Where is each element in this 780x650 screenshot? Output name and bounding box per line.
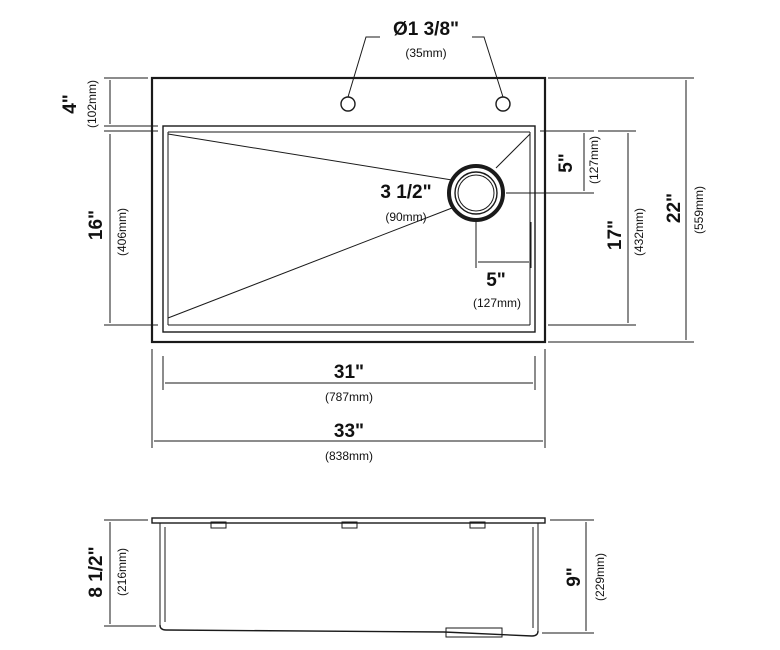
dim-drain-size-mm: (90mm) — [385, 210, 426, 224]
dim-drain-side: 5" (127mm) — [473, 222, 532, 310]
slope-line-corner — [495, 133, 531, 169]
sink-inner-rim — [162, 125, 536, 333]
dim-side-right-mm: (229mm) — [593, 553, 607, 601]
dim-bowl-length-inch: 16" — [86, 210, 107, 240]
dim-side-left-inch: 8 1/2" — [86, 546, 107, 597]
dim-bowl-width-inch: 31" — [334, 362, 364, 383]
top-view — [150, 76, 547, 344]
dim-deck-inch: 4" — [60, 94, 81, 114]
dim-overall-width-mm: (838mm) — [325, 449, 373, 463]
mounting-clip-1 — [210, 521, 227, 529]
sink-outer-outline — [150, 76, 547, 344]
dim-side-right: 9" (229mm) — [542, 519, 607, 634]
dim-inner-depth-mm: (432mm) — [632, 208, 646, 256]
dim-faucet-hole-inch: Ø1 3/8" — [393, 19, 459, 40]
dim-bowl-length-mm: (406mm) — [115, 208, 129, 256]
dim-drain-side-inch: 5" — [486, 270, 506, 291]
dim-right-top-view: 17" (432mm) 22" (559mm) — [548, 77, 706, 343]
side-view-drain-stub — [445, 627, 503, 638]
side-view-flange — [151, 517, 546, 524]
dim-overall-depth-inch: 22" — [664, 193, 685, 223]
drain-assembly — [447, 164, 505, 222]
dim-side-right-inch: 9" — [564, 567, 585, 587]
dim-left-top-view: 4" (102mm) 16" (406mm) — [60, 77, 158, 326]
dim-drain-back-inch: 5" — [556, 153, 577, 173]
faucet-hole-left — [340, 96, 356, 112]
dim-side-left: 8 1/2" (216mm) — [86, 519, 156, 627]
dim-bottom-top-view: 31" (787mm) 33" (838mm) — [151, 349, 546, 463]
dim-drain-back-mm: (127mm) — [587, 136, 601, 184]
faucet-hole-right — [495, 96, 511, 112]
dim-faucet-hole-mm: (35mm) — [405, 46, 446, 60]
dim-side-left-mm: (216mm) — [115, 548, 129, 596]
dim-drain-size-inch: 3 1/2" — [380, 182, 431, 203]
dim-deck-mm: (102mm) — [85, 80, 99, 128]
slope-line-bottom — [167, 207, 453, 319]
dim-drain-side-mm: (127mm) — [473, 296, 521, 310]
dim-faucet-hole: Ø1 3/8" (35mm) — [347, 19, 504, 98]
dim-drain-back: 5" (127mm) — [506, 130, 601, 194]
dim-overall-depth-mm: (559mm) — [692, 186, 706, 234]
mounting-clip-2 — [341, 521, 358, 529]
dim-drain-size: 3 1/2" (90mm) — [380, 182, 431, 224]
dim-overall-width-inch: 33" — [334, 421, 364, 442]
dim-inner-depth-inch: 17" — [605, 220, 626, 250]
slope-line-top — [167, 133, 453, 181]
side-view — [151, 517, 546, 638]
mounting-clip-3 — [469, 521, 486, 529]
dim-bowl-width-mm: (787mm) — [325, 390, 373, 404]
